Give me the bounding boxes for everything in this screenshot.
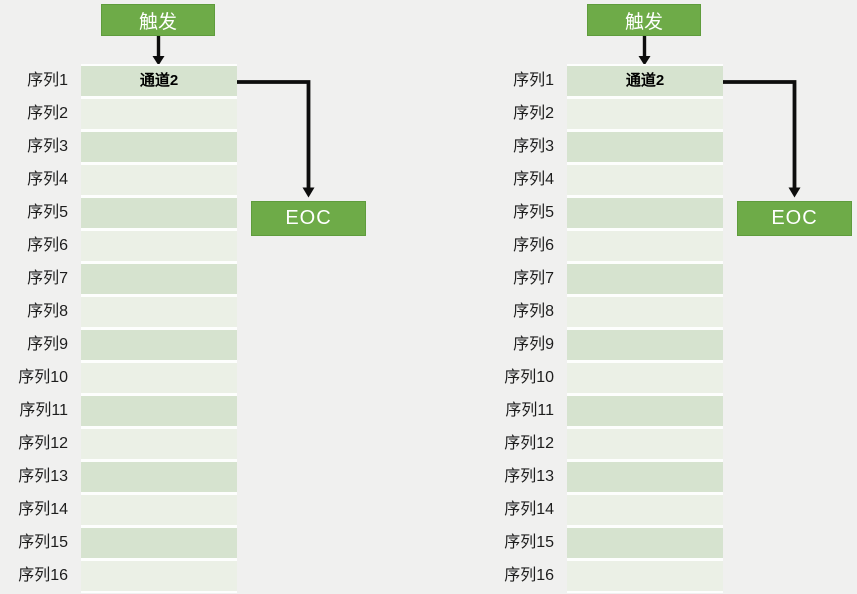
sequence-slot xyxy=(567,528,723,558)
sequence-label: 序列2 xyxy=(513,105,554,122)
sequence-slot xyxy=(567,99,723,129)
sequence-label: 序列12 xyxy=(504,435,554,452)
sequence-label: 序列10 xyxy=(18,369,68,386)
sequence-slot xyxy=(567,198,723,228)
sequence-label: 序列15 xyxy=(504,534,554,551)
sequence-label-column: 序列1 序列2 序列3 序列4 序列5 序列6 序列7 序列8 序列9 序列10 序列11 序列12 序… xyxy=(486,66,554,594)
sequence-label: 序列6 xyxy=(27,237,68,254)
channel-to-eoc-arrow xyxy=(722,80,801,198)
sequence-label: 序列12 xyxy=(18,435,68,452)
sequence-slot xyxy=(81,561,237,591)
channel-to-eoc-arrow xyxy=(236,80,315,198)
sequence-slot xyxy=(567,495,723,525)
sequence-slot xyxy=(567,297,723,327)
sequence-slot xyxy=(567,363,723,393)
sequence-label: 序列11 xyxy=(19,402,68,419)
sequence-label: 序列5 xyxy=(513,204,554,221)
sequence-label: 序列8 xyxy=(513,303,554,320)
sequence-label: 序列4 xyxy=(27,171,68,188)
sequence-label: 序列9 xyxy=(27,336,68,353)
sequence-slot xyxy=(81,231,237,261)
sequence-label: 序列10 xyxy=(504,369,554,386)
eoc-box: EOC xyxy=(737,201,852,236)
sequence-slot xyxy=(567,264,723,294)
sequence-slot xyxy=(81,198,237,228)
sequence-label: 序列3 xyxy=(27,138,68,155)
sequence-label: 序列11 xyxy=(505,402,554,419)
sequence-slot xyxy=(567,462,723,492)
sequence-slot xyxy=(567,231,723,261)
sequence-slot xyxy=(81,363,237,393)
sequence-label-column: 序列1 序列2 序列3 序列4 序列5 序列6 序列7 序列8 序列9 序列10 序列11 序列12 序… xyxy=(0,66,68,594)
trigger-box: 触发 xyxy=(587,4,701,36)
sequence-label: 序列7 xyxy=(27,270,68,287)
sequence-label: 序列15 xyxy=(18,534,68,551)
sequence-label: 序列6 xyxy=(513,237,554,254)
sequence-slot xyxy=(567,429,723,459)
sequence-label: 序列3 xyxy=(513,138,554,155)
sequence-slot xyxy=(81,462,237,492)
sequence-slot xyxy=(81,297,237,327)
sequence-slot xyxy=(81,165,237,195)
sequence-label: 序列5 xyxy=(27,204,68,221)
sequence-slot: 通道2 xyxy=(567,66,723,96)
sequence-label: 序列1 xyxy=(513,72,554,89)
sequence-slot xyxy=(567,165,723,195)
sequence-slot xyxy=(81,528,237,558)
sequence-slot: 通道2 xyxy=(81,66,237,96)
sequence-slot xyxy=(81,264,237,294)
sequence-label: 序列9 xyxy=(513,336,554,353)
sequence-slot xyxy=(567,330,723,360)
sequence-label: 序列16 xyxy=(504,567,554,584)
sequence-slot-column: 通道2 xyxy=(81,64,237,593)
sequence-slot xyxy=(81,429,237,459)
sequence-label: 序列14 xyxy=(504,501,554,518)
sequence-slot xyxy=(567,132,723,162)
sequence-slot xyxy=(81,495,237,525)
sequence-label: 序列4 xyxy=(513,171,554,188)
trigger-box: 触发 xyxy=(101,4,215,36)
sequence-slot xyxy=(81,396,237,426)
sequence-label: 序列13 xyxy=(18,468,68,485)
sequence-slot-column: 通道2 xyxy=(567,64,723,593)
sequence-slot xyxy=(81,99,237,129)
trigger-down-arrow xyxy=(152,36,165,66)
eoc-box: EOC xyxy=(251,201,366,236)
sequence-label: 序列1 xyxy=(27,72,68,89)
sequence-label: 序列7 xyxy=(513,270,554,287)
sequence-slot xyxy=(567,396,723,426)
sequence-slot xyxy=(81,330,237,360)
trigger-down-arrow xyxy=(638,36,651,66)
sequence-label: 序列8 xyxy=(27,303,68,320)
sequence-label: 序列2 xyxy=(27,105,68,122)
sequence-label: 序列13 xyxy=(504,468,554,485)
sequence-slot xyxy=(567,561,723,591)
sequence-slot xyxy=(81,132,237,162)
sequence-label: 序列16 xyxy=(18,567,68,584)
sequence-label: 序列14 xyxy=(18,501,68,518)
